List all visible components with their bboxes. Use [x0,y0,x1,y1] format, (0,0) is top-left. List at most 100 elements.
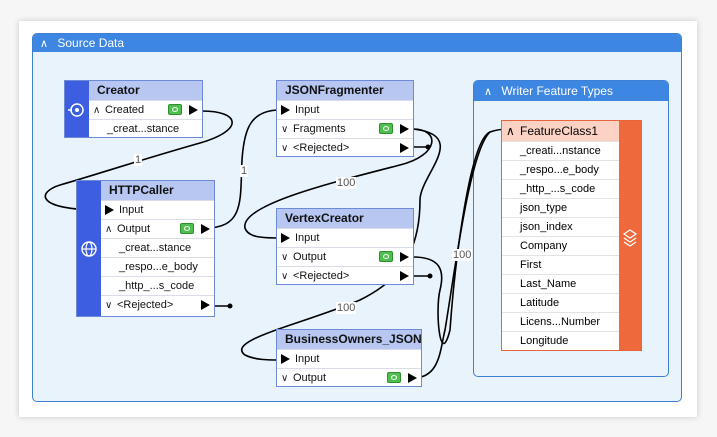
output-port-arrow-icon[interactable] [408,373,417,383]
chevron-up-icon[interactable]: ∧ [93,105,101,116]
chevron-down-icon[interactable]: ∨ [281,271,289,282]
creator-target-icon [68,103,84,117]
httpcaller-attribute: _respo...e_body [101,257,214,276]
port-label: Input [295,232,320,244]
httpcaller-rejected-port[interactable]: ∨ <Rejected> [101,295,214,314]
output-port-arrow-icon[interactable] [400,124,409,134]
chevron-up-icon[interactable]: ∧ [506,124,515,138]
creator-attribute: _creat...stance [89,119,202,138]
input-port-arrow-icon[interactable] [281,105,290,115]
featureclass-attribute: Company [502,236,619,255]
wire-jsonfragmenter-vertexcreator [244,128,433,239]
featureclass-attribute: _respo...e_body [502,160,619,179]
wire-creator-httpcaller [44,110,233,211]
chevron-down-icon[interactable]: ∨ [281,373,289,384]
featureclass-attribute: _creati...nstance [502,141,619,160]
attribute-label: _creat...stance [107,123,180,135]
businessowners-output-port[interactable]: ∨ Output [277,368,421,387]
writer-group-header[interactable]: ∧ Writer Feature Types [474,81,668,101]
jsonfragmenter-fragments-port[interactable]: ∨ Fragments [277,119,413,138]
globe-icon [81,241,97,257]
creator-side-bar [65,81,89,137]
output-port-arrow-icon[interactable] [400,271,409,281]
port-label: Output [293,251,327,263]
inspect-eye-icon[interactable] [180,223,194,234]
rejected-dot [425,144,431,150]
rejected-dot [227,303,233,309]
businessowners-title[interactable]: BusinessOwners_JSON [277,330,422,349]
featureclass-attribute: Last_Name [502,274,619,293]
chevron-up-icon[interactable]: ∧ [40,38,49,50]
inspect-eye-icon[interactable] [387,372,401,383]
featureclass-title-text: FeatureClass1 [520,124,599,138]
bookmark-header[interactable]: ∧ Source Data [33,34,681,52]
writer-group-title: Writer Feature Types [501,84,613,98]
wire-count-label: 100 [452,249,473,261]
transformer-httpcaller[interactable]: HTTPCaller Input ∧ Output _creat...stanc… [76,180,215,317]
wire-businessowners-writer [412,131,491,379]
input-port-arrow-icon[interactable] [105,205,114,215]
featureclass-attribute: json_type [502,198,619,217]
wire-jsonfragmenter-businessowners [241,128,442,361]
jsonfragmenter-title[interactable]: JSONFragmenter [277,81,413,100]
creator-created-port[interactable]: ∧ Created [89,100,202,119]
httpcaller-output-port[interactable]: ∧ Output [101,219,214,238]
vertexcreator-rejected-port[interactable]: ∨ <Rejected> [277,266,413,285]
rejected-dot [427,273,433,279]
vertexcreator-input-port[interactable]: Input [277,228,413,247]
port-label: Output [117,223,151,235]
featureclass-title[interactable]: ∧ FeatureClass1 [502,121,619,141]
wire-httpcaller-jsonfragmenter [204,109,281,229]
chevron-up-icon[interactable]: ∧ [484,86,493,98]
output-port-arrow-icon[interactable] [201,224,210,234]
httpcaller-attribute: _http_...s_code [101,276,214,295]
featureclass-attribute: Licens...Number [502,312,619,331]
jsonfragmenter-input-port[interactable]: Input [277,100,413,119]
output-port-arrow-icon[interactable] [189,105,198,115]
port-label: Input [295,104,320,116]
port-label: Created [105,104,145,116]
attribute-label: _respo...e_body [119,261,198,273]
writer-featureclass1[interactable]: ∧ FeatureClass1 _creati...nstance _respo… [501,120,642,351]
chevron-up-icon[interactable]: ∧ [105,224,113,235]
transformer-jsonfragmenter[interactable]: JSONFragmenter Input ∨ Fragments ∨ <Reje… [276,80,414,157]
creator-title[interactable]: Creator [89,81,202,100]
transformer-vertexcreator[interactable]: VertexCreator Input ∨ Output ∨ <Rejected… [276,208,414,285]
vertexcreator-output-port[interactable]: ∨ Output [277,247,413,266]
httpcaller-attribute: _creat...stance [101,238,214,257]
attribute-label: _http_...s_code [119,280,195,292]
bookmark-title: Source Data [57,36,125,50]
port-label: Input [119,204,144,216]
port-label: Input [295,353,320,365]
httpcaller-input-port[interactable]: Input [101,200,214,219]
chevron-down-icon[interactable]: ∨ [281,124,289,135]
output-port-arrow-icon[interactable] [201,300,210,310]
httpcaller-side-bar [77,181,101,316]
chevron-down-icon[interactable]: ∨ [281,252,289,263]
transformer-creator[interactable]: Creator ∧ Created _creat...stance [64,80,203,138]
stack-layers-icon [622,229,638,247]
chevron-down-icon[interactable]: ∨ [281,143,289,154]
output-port-arrow-icon[interactable] [400,252,409,262]
wire-vertexcreator-writer [412,128,511,345]
featureclass-attribute: _http_...s_code [502,179,619,198]
input-port-arrow-icon[interactable] [281,354,290,364]
wire-count-label: 1 [240,165,249,177]
reader-businessowners-json[interactable]: BusinessOwners_JSON Input ∨ Output [276,329,422,387]
httpcaller-title[interactable]: HTTPCaller [101,181,214,200]
output-port-arrow-icon[interactable] [400,143,409,153]
featureclass-attribute: First [502,255,619,274]
port-label: <Rejected> [293,270,350,282]
jsonfragmenter-rejected-port[interactable]: ∨ <Rejected> [277,138,413,157]
inspect-eye-icon[interactable] [168,104,182,115]
port-label: <Rejected> [117,299,174,311]
wire-count-label: 1 [134,154,143,166]
input-port-arrow-icon[interactable] [281,233,290,243]
port-label: Output [293,372,327,384]
inspect-eye-icon[interactable] [379,251,393,262]
inspect-eye-icon[interactable] [379,123,393,134]
vertexcreator-title[interactable]: VertexCreator [277,209,413,228]
businessowners-input-port[interactable]: Input [277,349,421,368]
chevron-down-icon[interactable]: ∨ [105,300,113,311]
